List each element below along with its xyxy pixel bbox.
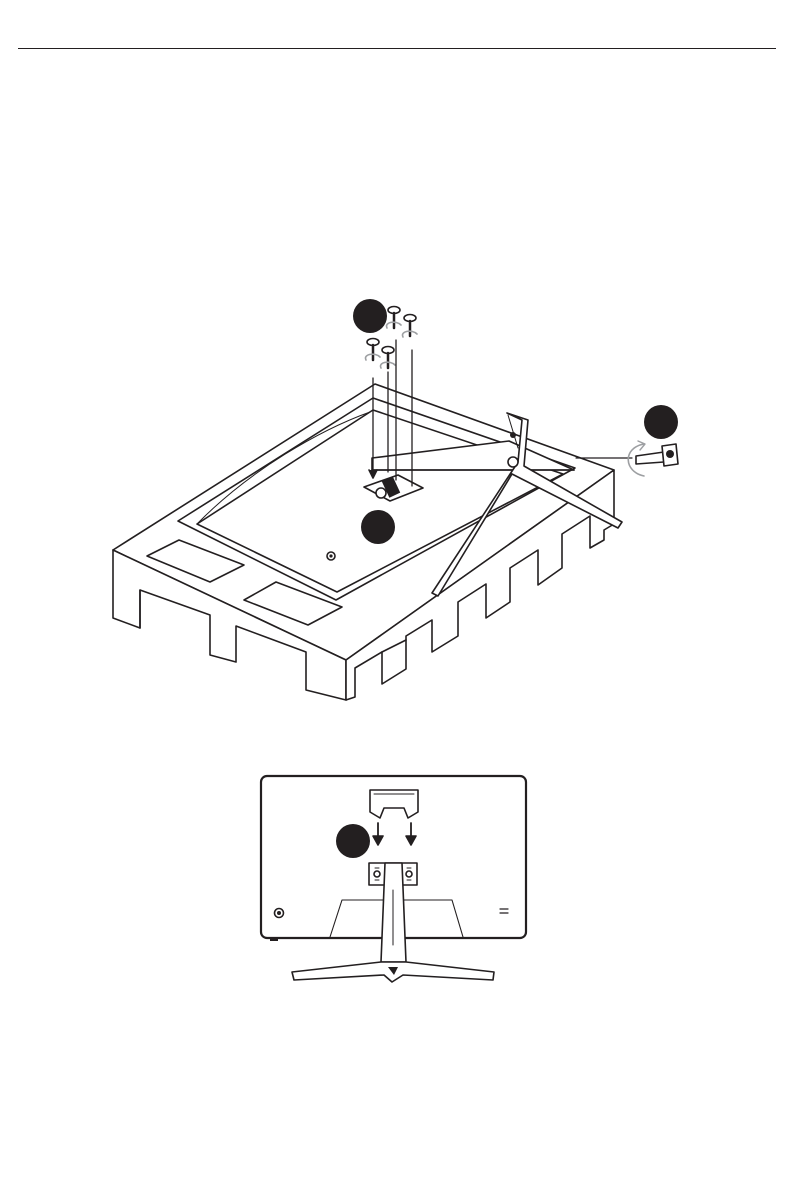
step-badge-cover [336,824,370,858]
step-badge-screw [353,299,387,333]
step-badge-thumbscrew [644,405,678,439]
step-badge-bracket [361,510,395,544]
monitor-back-view [261,776,526,982]
